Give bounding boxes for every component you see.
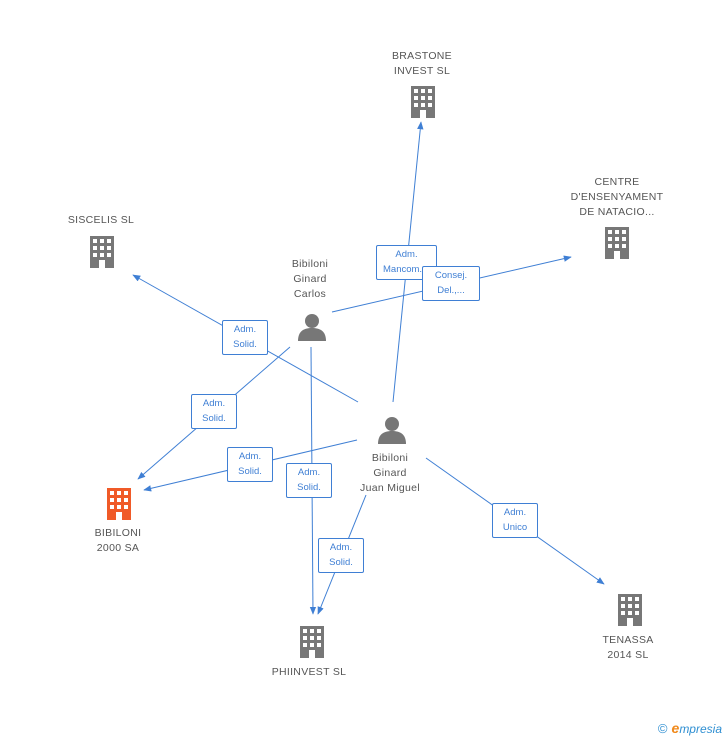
edge-label-adm-solid-juan-bibiloni[interactable]: Adm. Solid. [227,447,273,482]
copyright-symbol: © [657,721,668,736]
brastone-building-icon[interactable] [411,86,435,118]
node-label-brastone[interactable]: BRASTONE INVEST SL [392,50,452,77]
footer-brand: ©empresia [658,720,722,736]
phiinvest-building-icon[interactable] [300,626,324,658]
edge-label-consej-del[interactable]: Consej. Del.,... [422,266,480,301]
juan-person-icon[interactable] [378,417,406,444]
edge-label-adm-solid-siscelis[interactable]: Adm. Solid. [222,320,268,355]
node-label-siscelis[interactable]: SISCELIS SL [67,214,135,226]
edge-label-adm-solid-juan-phiinvest[interactable]: Adm. Solid. [318,538,364,573]
tenassa-building-icon[interactable] [618,594,642,626]
empresia-logo-e: e [671,720,680,736]
node-label-carlos[interactable]: Bibiloni Ginard Carlos [291,258,329,300]
edge-label-adm-solid-carlos-bibiloni[interactable]: Adm. Solid. [191,394,237,429]
edge-label-adm-unico[interactable]: Adm. Unico [492,503,538,538]
edge-label-adm-solid-carlos-phiinvest[interactable]: Adm. Solid. [286,463,332,498]
node-label-juan[interactable]: Bibiloni Ginard Juan Miguel [360,452,420,494]
siscelis-building-icon[interactable] [90,236,114,268]
node-label-centre[interactable]: CENTRE D'ENSENYAMENT DE NATACIO... [570,176,664,218]
node-label-phiinvest[interactable]: PHIINVEST SL [271,666,347,678]
bibiloni2000-building-icon[interactable] [107,488,131,520]
node-label-tenassa[interactable]: TENASSA 2014 SL [602,634,654,661]
carlos-person-icon[interactable] [298,314,326,341]
centre-building-icon[interactable] [605,227,629,259]
node-label-bibiloni2000[interactable]: BIBILONI 2000 SA [94,527,142,554]
empresia-logo-text: mpresia [679,722,722,736]
